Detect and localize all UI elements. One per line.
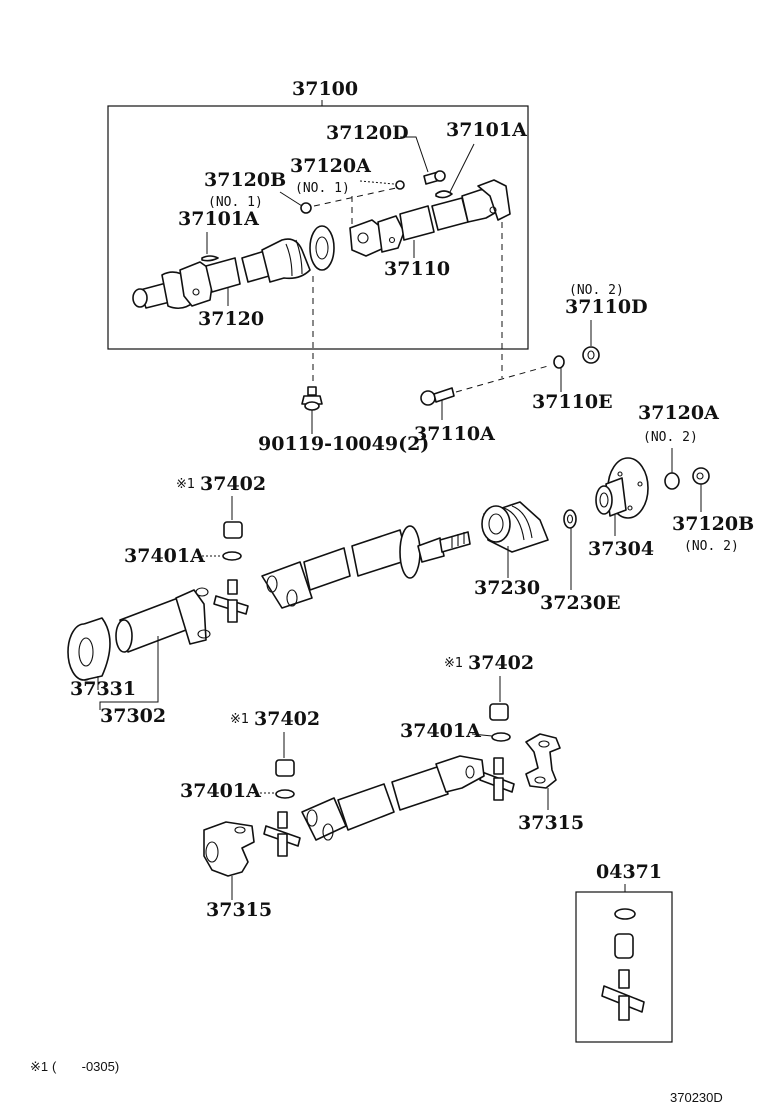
label-37120D[interactable]: 37120D — [326, 122, 409, 144]
label-37315-right[interactable]: 37315 — [518, 812, 584, 834]
label-90119-10049[interactable]: 90119-10049(2) — [258, 433, 429, 455]
dashed-line-37110A — [455, 365, 549, 393]
flange-yoke-37315-left[interactable] — [203, 821, 255, 877]
leader-37120A-no1 — [359, 180, 395, 185]
intermediate-shaft[interactable] — [261, 525, 471, 609]
snap-ring-37401A-c[interactable] — [275, 789, 295, 799]
footnote-mark-37402-b: ※1 — [444, 656, 463, 671]
label-37230E[interactable]: 37230E — [540, 592, 621, 614]
snap-ring-37401A-b[interactable] — [491, 732, 511, 742]
nut-37120B-no2[interactable] — [692, 467, 710, 485]
assembly-37100-group: 37100 — [107, 78, 529, 350]
rear-shaft-37110[interactable] — [349, 179, 511, 257]
label-37401A-c[interactable]: 37401A — [180, 780, 261, 802]
label-37401A-b[interactable]: 37401A — [400, 720, 481, 742]
dashed-line-nut-washer — [313, 187, 397, 207]
label-37302[interactable]: 37302 — [100, 705, 166, 727]
label-37120B-no2-sub: (NO. 2) — [684, 539, 739, 554]
slip-yoke-37302[interactable] — [115, 587, 211, 653]
oil-seal-37331[interactable] — [67, 617, 111, 681]
leader-37120B-no1 — [279, 191, 303, 207]
label-37120A-no1-sub: (NO. 1) — [295, 181, 350, 196]
leader-37302 — [99, 636, 159, 710]
flange-37304[interactable] — [595, 457, 649, 519]
leader-37401A-b — [471, 733, 493, 737]
leader-37101A-top — [449, 143, 475, 193]
washer-37230E[interactable] — [563, 509, 577, 529]
label-37304[interactable]: 37304 — [588, 538, 654, 560]
front-shaft-37120[interactable] — [132, 225, 335, 310]
label-37120B-no1[interactable]: 37120B — [204, 169, 286, 191]
bearing-cup-37402-b[interactable] — [489, 703, 509, 721]
bearing-cup-37402-a[interactable] — [223, 521, 243, 539]
label-37110D-sub: (NO. 2) — [569, 283, 624, 298]
footnote-mark-37402-a: ※1 — [176, 477, 195, 492]
nut-37120B-no1[interactable] — [300, 202, 312, 214]
snap-ring-37401A-a[interactable] — [222, 551, 242, 561]
label-37402-a[interactable]: 37402 — [200, 473, 266, 495]
washer-37110E[interactable] — [553, 355, 565, 369]
center-bearing-37230[interactable] — [481, 501, 549, 553]
bearing-cup-37402-c[interactable] — [275, 759, 295, 777]
label-37120B-no2[interactable]: 37120B — [672, 513, 754, 535]
label-37110A[interactable]: 37110A — [414, 423, 495, 445]
bolt-90119-10049[interactable] — [301, 386, 323, 411]
label-37110D[interactable]: 37110D — [565, 296, 648, 318]
label-37120[interactable]: 37120 — [198, 308, 264, 330]
footnote-mark: ※1 — [30, 1059, 48, 1074]
grease-fitting-37101A-top[interactable] — [435, 190, 453, 199]
kit-bearing-cup[interactable] — [614, 933, 634, 959]
label-37120A-no1[interactable]: 37120A — [290, 155, 371, 177]
nut-37110D[interactable] — [582, 346, 600, 364]
footnote-text: ( -0305) — [52, 1059, 119, 1074]
washer-37230E-hole — [566, 514, 574, 524]
label-37110E[interactable]: 37110E — [532, 391, 613, 413]
washer-37120A-no1[interactable] — [395, 180, 405, 190]
washer-37120A-no2[interactable] — [664, 472, 680, 490]
label-37402-c[interactable]: 37402 — [254, 708, 320, 730]
label-37230[interactable]: 37230 — [474, 577, 540, 599]
spider-a[interactable] — [213, 579, 249, 623]
flange-yoke-37315-right[interactable] — [525, 733, 561, 789]
label-37402-b[interactable]: 37402 — [468, 652, 534, 674]
label-37120B-no1-sub: (NO. 1) — [208, 195, 263, 210]
kit-snap-ring[interactable] — [614, 908, 636, 920]
diagram-code: 370230D — [670, 1090, 723, 1105]
kit-04371-box — [575, 891, 673, 1043]
footnote-mark-37402-c: ※1 — [230, 712, 249, 727]
label-37401A-a[interactable]: 37401A — [124, 545, 205, 567]
bolt-37120D[interactable] — [423, 170, 446, 185]
label-37101A-top[interactable]: 37101A — [446, 119, 527, 141]
spider-b[interactable] — [479, 757, 515, 801]
kit-04371-label[interactable]: 04371 — [596, 861, 662, 883]
label-37120A-no2[interactable]: 37120A — [638, 402, 719, 424]
label-37101A-left[interactable]: 37101A — [178, 208, 259, 230]
label-37110[interactable]: 37110 — [384, 258, 450, 280]
label-37331[interactable]: 37331 — [70, 678, 136, 700]
rear-shaft-lower[interactable] — [301, 755, 485, 841]
kit-spider[interactable] — [601, 969, 645, 1021]
label-37315-left[interactable]: 37315 — [206, 899, 272, 921]
assembly-37100-box — [107, 105, 529, 350]
bolt-37110A[interactable] — [420, 387, 455, 406]
label-37120A-no2-sub: (NO. 2) — [643, 430, 698, 445]
grease-fitting-37101A-left[interactable] — [201, 255, 219, 262]
spider-c[interactable] — [263, 811, 301, 857]
kit-04371-group: 04371 — [575, 861, 673, 1043]
leader-37120D — [400, 136, 429, 173]
assembly-37100-label[interactable]: 37100 — [292, 78, 358, 100]
